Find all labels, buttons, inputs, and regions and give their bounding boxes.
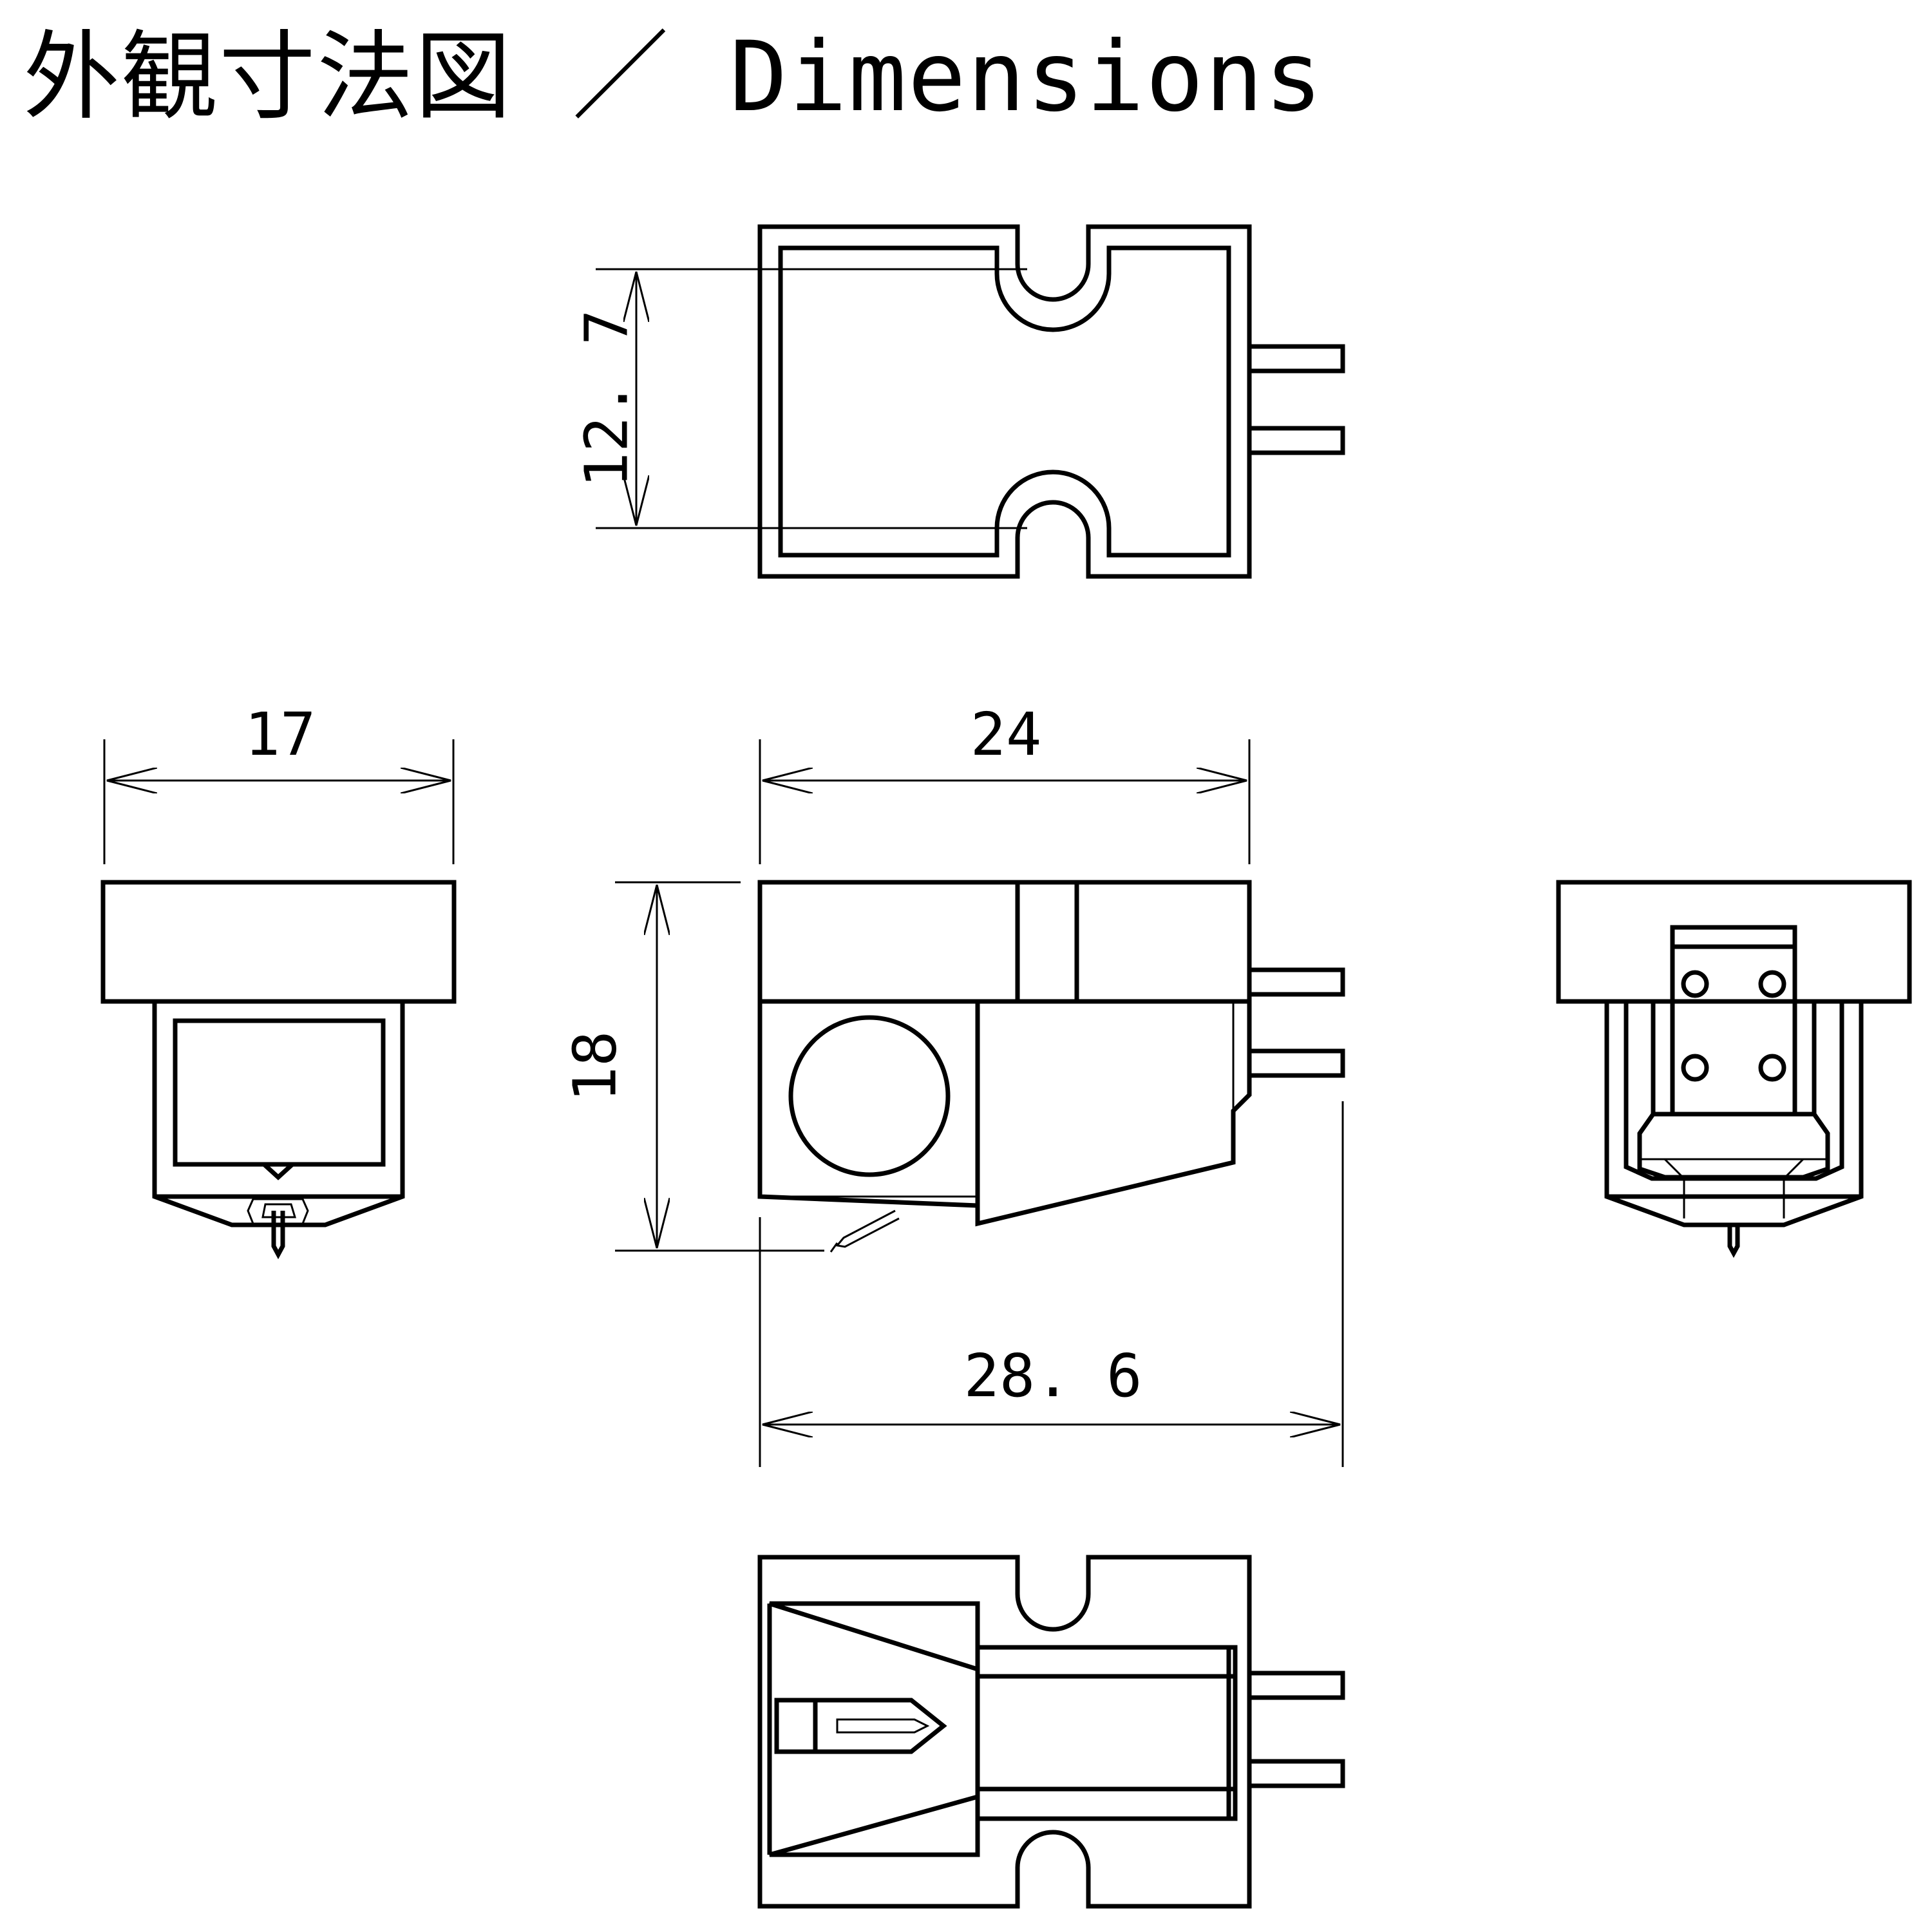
dim-total-length: 28. 6 [964, 1341, 1142, 1410]
dim-body-length: 24 [971, 700, 1042, 769]
side-view: 24 18 28. 6 [560, 700, 1345, 1467]
page-title: 外観寸法図 ／ Dimensions [23, 21, 1324, 133]
dim-height: 18 [560, 1031, 629, 1103]
dim-front-width: 17 [245, 700, 316, 769]
bottom-view [757, 1555, 1345, 1909]
dim-top-width: 12. 7 [572, 310, 641, 488]
top-view: 12. 7 [572, 224, 1345, 579]
rear-view [1556, 880, 1912, 1258]
front-view: 17 [100, 700, 457, 1260]
